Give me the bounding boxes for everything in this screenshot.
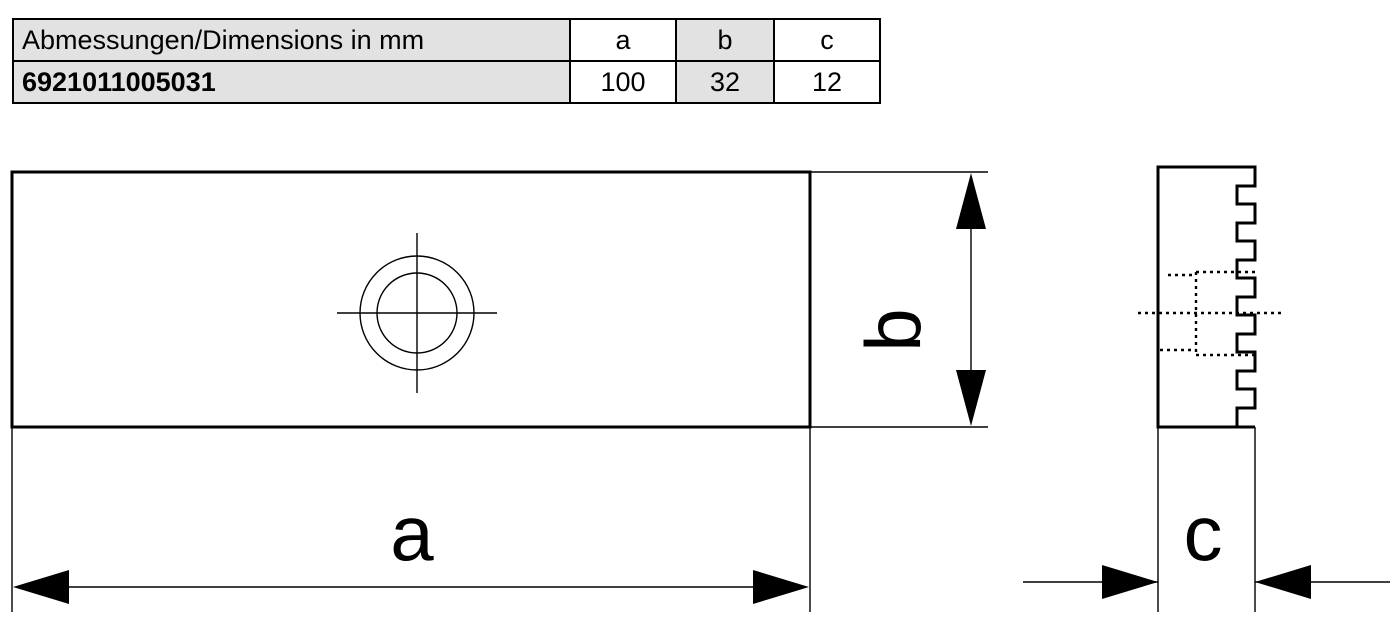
a-arrowhead-right (753, 570, 809, 604)
dimensions-table: Abmessungen/Dimensions in mm a b c 69210… (12, 18, 881, 104)
table-header-c: c (773, 18, 881, 62)
a-dimension-label: a (390, 489, 434, 577)
table-header-b: b (675, 18, 775, 62)
cell-value-a: 100 (569, 60, 677, 104)
c-dimension-label: c (1184, 489, 1223, 577)
front-view-plate-outline (10, 170, 812, 429)
b-dimension-label: b (849, 308, 937, 351)
table-row: 6921011005031 100 32 12 (12, 60, 881, 104)
side-view-serrated-outline (1156, 165, 1257, 429)
b-arrowhead-bottom (956, 370, 986, 426)
cell-part-number: 6921011005031 (12, 60, 571, 104)
table-header-row: Abmessungen/Dimensions in mm a b c (12, 18, 881, 62)
cell-value-c: 12 (773, 60, 881, 104)
c-arrowhead-left (1102, 565, 1158, 599)
table-header-a: a (569, 18, 677, 62)
table-header-dimensions: Abmessungen/Dimensions in mm (12, 18, 571, 62)
a-arrowhead-left (13, 570, 69, 604)
cell-value-b: 32 (675, 60, 775, 104)
c-arrowhead-right (1255, 565, 1311, 599)
b-arrowhead-top (956, 173, 986, 229)
